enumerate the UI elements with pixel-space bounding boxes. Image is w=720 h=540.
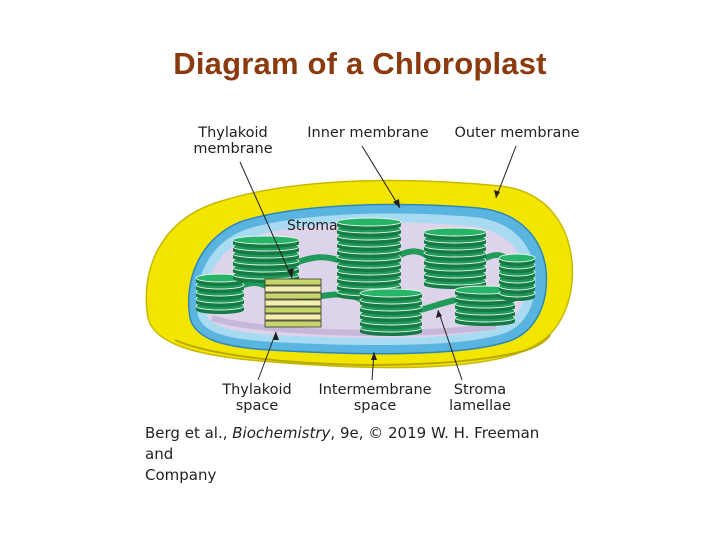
intermembrane-space-label: Intermembrane space bbox=[315, 382, 435, 414]
thylakoid-space-label-line2: space bbox=[235, 398, 279, 414]
granum bbox=[359, 288, 423, 336]
stroma-lamellae-label: Stroma lamellae bbox=[440, 382, 520, 414]
stroma-lamellae-label-line1: Stroma bbox=[453, 382, 507, 398]
granum bbox=[498, 253, 536, 301]
thylakoid-disc bbox=[336, 217, 402, 227]
thylakoid-section bbox=[264, 292, 322, 300]
thylakoid-membrane-label-line1: Thylakoid bbox=[198, 125, 268, 141]
credit-publisher-line2: Company bbox=[145, 466, 217, 484]
thylakoid-membrane-label: Thylakoid membrane bbox=[190, 125, 276, 157]
granum bbox=[195, 273, 245, 314]
thylakoid-membrane-label-line2: membrane bbox=[193, 141, 273, 157]
thylakoid-section bbox=[264, 278, 322, 286]
thylakoid-section bbox=[264, 299, 322, 307]
thylakoid-space-label-line1: Thylakoid bbox=[222, 382, 292, 398]
credit-book-title: Biochemistry bbox=[232, 424, 331, 442]
figure-credit: Berg et al., Biochemistry, 9e, © 2019 W.… bbox=[145, 423, 545, 486]
credit-edition: , 9e, © 2019 W. H. Freeman and bbox=[145, 424, 540, 463]
thylakoid-section bbox=[264, 285, 322, 293]
thylakoid-disc bbox=[232, 235, 300, 245]
leader-arrowheads bbox=[273, 190, 500, 360]
thylakoid-disc bbox=[423, 227, 487, 237]
granum bbox=[423, 227, 487, 289]
thylakoid-disc bbox=[359, 288, 423, 298]
page-title: Diagram of a Chloroplast bbox=[173, 46, 547, 81]
stroma-label: Stroma bbox=[287, 218, 338, 234]
thylakoid-section bbox=[264, 320, 322, 328]
intermembrane-space-label-line1: Intermembrane bbox=[318, 382, 432, 398]
thylakoid-section bbox=[264, 313, 322, 321]
thylakoid-disc bbox=[498, 253, 536, 263]
granum bbox=[336, 217, 402, 300]
inner-membrane-label: Inner membrane bbox=[307, 125, 429, 141]
credit-authors: Berg et al., bbox=[145, 424, 233, 442]
granum-sectioned bbox=[264, 278, 322, 328]
outer-membrane-label: Outer membrane bbox=[454, 125, 580, 141]
thylakoid-space-label: Thylakoid space bbox=[214, 382, 300, 414]
stroma-lamellae-label-line2: lamellae bbox=[449, 398, 511, 414]
intermembrane-space-label-line2: space bbox=[353, 398, 397, 414]
thylakoid-section bbox=[264, 306, 322, 314]
grana-group bbox=[195, 217, 536, 336]
granum bbox=[232, 235, 300, 283]
leader-lines bbox=[239, 145, 517, 381]
outer-membrane-rim bbox=[174, 334, 551, 366]
